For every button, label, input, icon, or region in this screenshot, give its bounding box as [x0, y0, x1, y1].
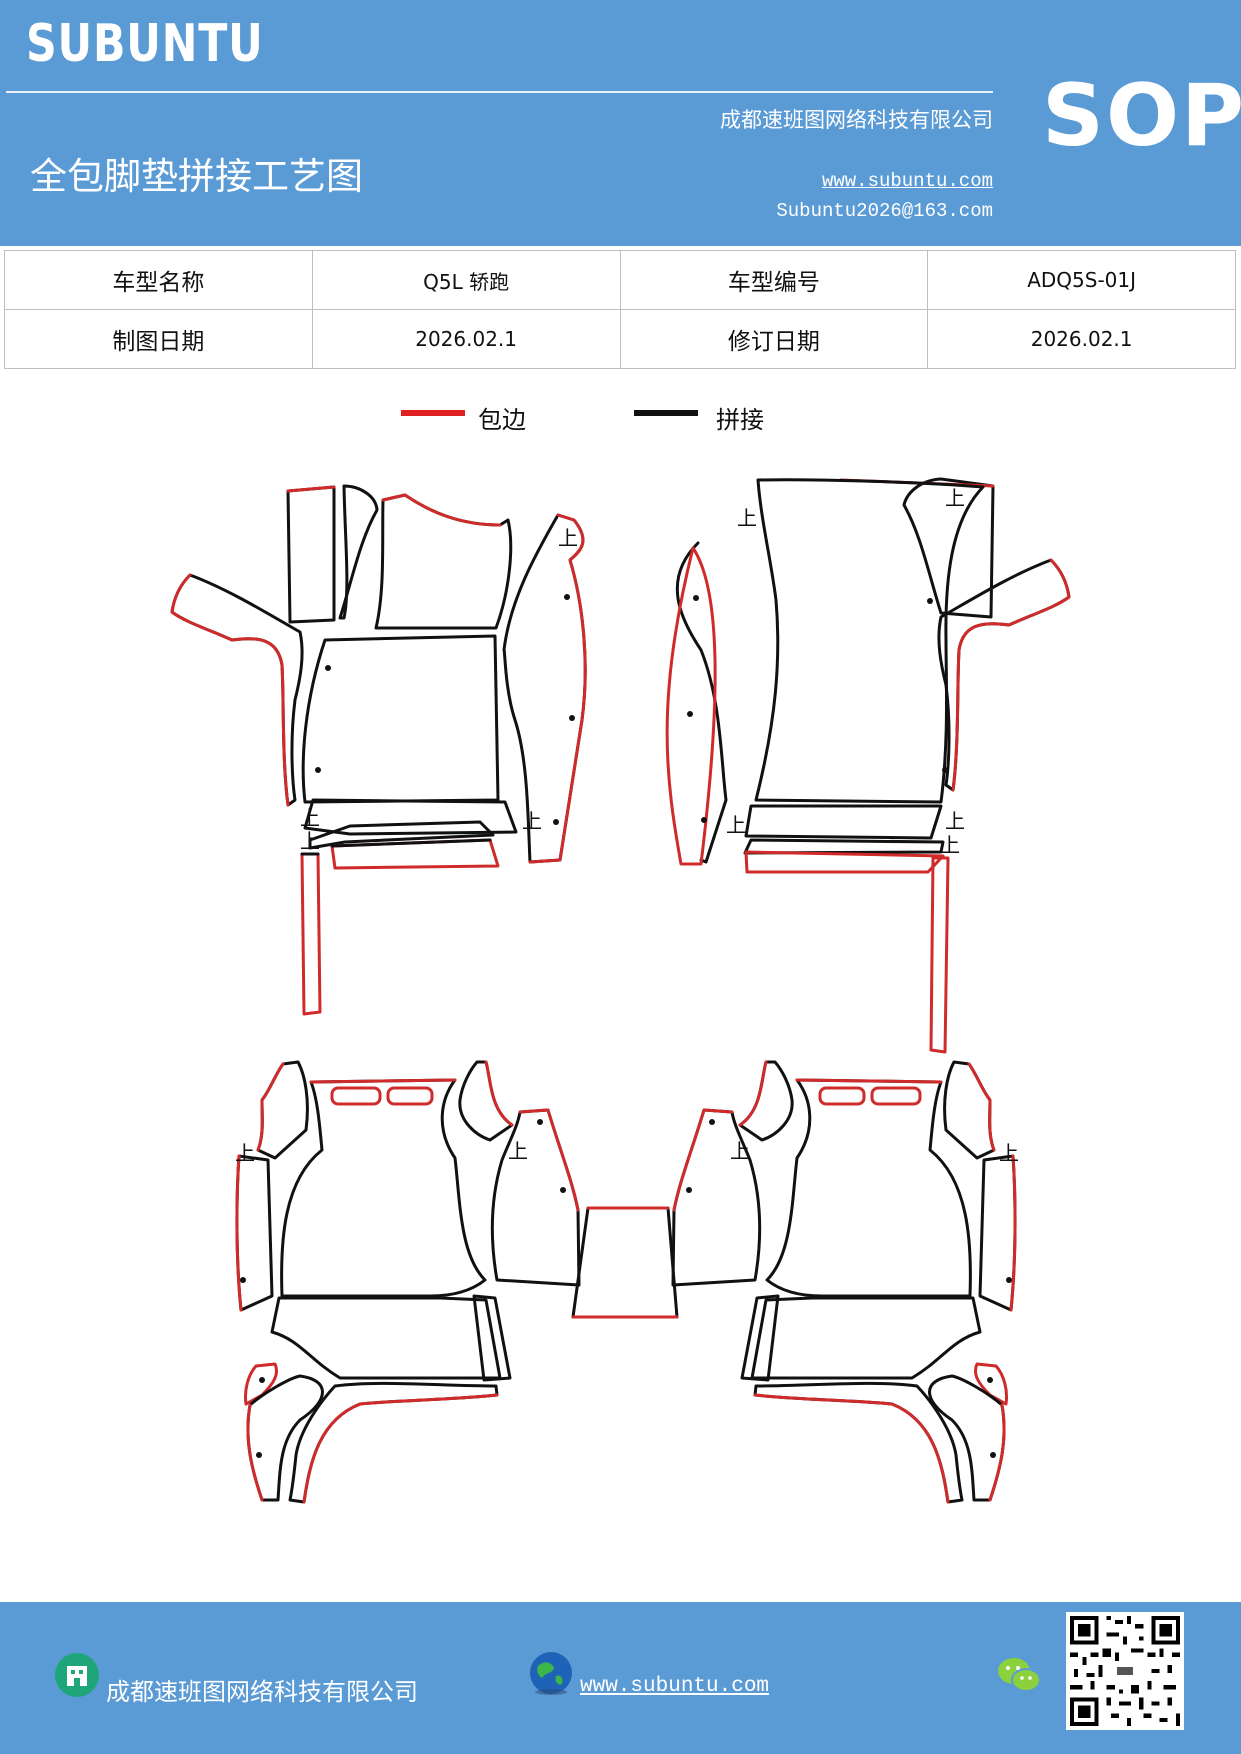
header-website-link[interactable]: www.subuntu.com: [821, 170, 993, 192]
model-code-value: ADQ5S-01J: [927, 250, 1236, 310]
model-name-value: Q5L 轿跑: [311, 250, 621, 310]
model-name-label: 车型名称: [4, 250, 313, 310]
front-left-mat-group: [170, 484, 587, 1016]
brand-logo: SUBUNTU: [26, 14, 264, 74]
orientation-markers: 上 上 上 上 上 上 上 上 上 上 上 上 上: [235, 486, 1019, 1165]
footer-website-link[interactable]: www.subuntu.com: [580, 1675, 770, 1698]
up-marker: 上: [558, 526, 578, 550]
header-company-name: 成都速班图网络科技有限公司: [720, 108, 993, 132]
legend-seam-swatch: [634, 410, 698, 416]
revision-date-value: 2026.02.1: [927, 309, 1236, 369]
up-marker: 上: [945, 809, 965, 833]
globe-icon: [530, 1652, 572, 1695]
rear-left-mat-group: [235, 1060, 581, 1504]
legend-edge-swatch: [401, 410, 465, 416]
info-table: 车型名称 Q5L 轿跑 车型编号 ADQ5S-01J 制图日期 2026.02.…: [4, 250, 1236, 369]
header-email: Subuntu2026@163.com: [776, 200, 993, 222]
up-marker: 上: [999, 1141, 1019, 1165]
document-title: 全包脚垫拼接工艺图: [30, 155, 363, 198]
up-marker: 上: [522, 809, 542, 833]
up-marker: 上: [940, 833, 960, 857]
up-marker: 上: [945, 486, 965, 510]
header-divider: [6, 91, 993, 93]
revision-date-label: 修订日期: [619, 309, 929, 369]
sop-badge: SOP: [1042, 66, 1241, 166]
up-marker: 上: [726, 813, 746, 837]
wechat-icon[interactable]: [996, 1654, 1042, 1696]
footer-company-name: 成都速班图网络科技有限公司: [106, 1678, 418, 1706]
building-icon: [55, 1653, 99, 1697]
qr-code-pattern: [1070, 1616, 1180, 1726]
up-marker: 上: [235, 1141, 255, 1165]
model-code-label: 车型编号: [619, 250, 929, 310]
front-right-mat-group: [665, 477, 1071, 1054]
table-row: 制图日期 2026.02.1 修订日期 2026.02.1: [4, 309, 1236, 369]
up-marker: 上: [730, 1139, 750, 1163]
floor-mat-diagram: 上 上 上 上 上 上 上 上 上 上 上 上 上: [170, 477, 1071, 1504]
page-footer: 成都速班图网络科技有限公司 www.subuntu.com: [0, 1602, 1241, 1754]
legend: 包边 拼接: [0, 400, 1241, 440]
center-tunnel-mat: [571, 1206, 679, 1319]
table-row: 车型名称 Q5L 轿跑 车型编号 ADQ5S-01J: [4, 250, 1236, 310]
legend-edge-label: 包边: [478, 406, 526, 434]
up-marker: 上: [300, 829, 320, 853]
page-header: SUBUNTU 成都速班图网络科技有限公司 全包脚垫拼接工艺图 www.subu…: [0, 0, 1241, 246]
legend-seam-label: 拼接: [716, 406, 764, 434]
up-marker: 上: [300, 806, 320, 830]
draw-date-value: 2026.02.1: [311, 309, 621, 369]
rear-right-mat-group: [671, 1060, 1017, 1504]
up-marker: 上: [508, 1139, 528, 1163]
up-marker: 上: [737, 506, 757, 530]
draw-date-label: 制图日期: [4, 309, 313, 369]
qr-code: [1066, 1612, 1184, 1730]
